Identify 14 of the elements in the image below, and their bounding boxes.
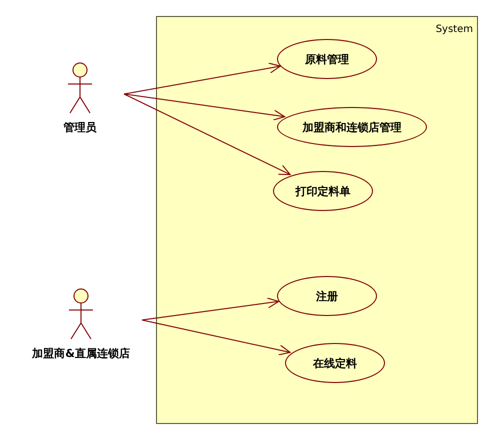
association-arrow: [124, 94, 286, 121]
system-label: System: [436, 24, 473, 35]
association-arrow: [142, 297, 280, 320]
actor-label: 加盟商&直属连锁店: [32, 346, 130, 361]
actor-label: 管理员: [64, 120, 96, 135]
use-case-ellipse: 在线定料: [285, 343, 385, 383]
use-case-ellipse: 原料管理: [277, 39, 377, 79]
association-arrow: [124, 62, 281, 94]
use-case-ellipse: 打印定料单: [273, 171, 373, 211]
use-case-ellipse: 注册: [277, 276, 377, 316]
association-arrow: [124, 94, 291, 176]
association-arrow: [142, 320, 291, 356]
use-case-ellipse: 加盟商和连锁店管理: [277, 107, 427, 147]
system-boundary: [156, 16, 478, 424]
